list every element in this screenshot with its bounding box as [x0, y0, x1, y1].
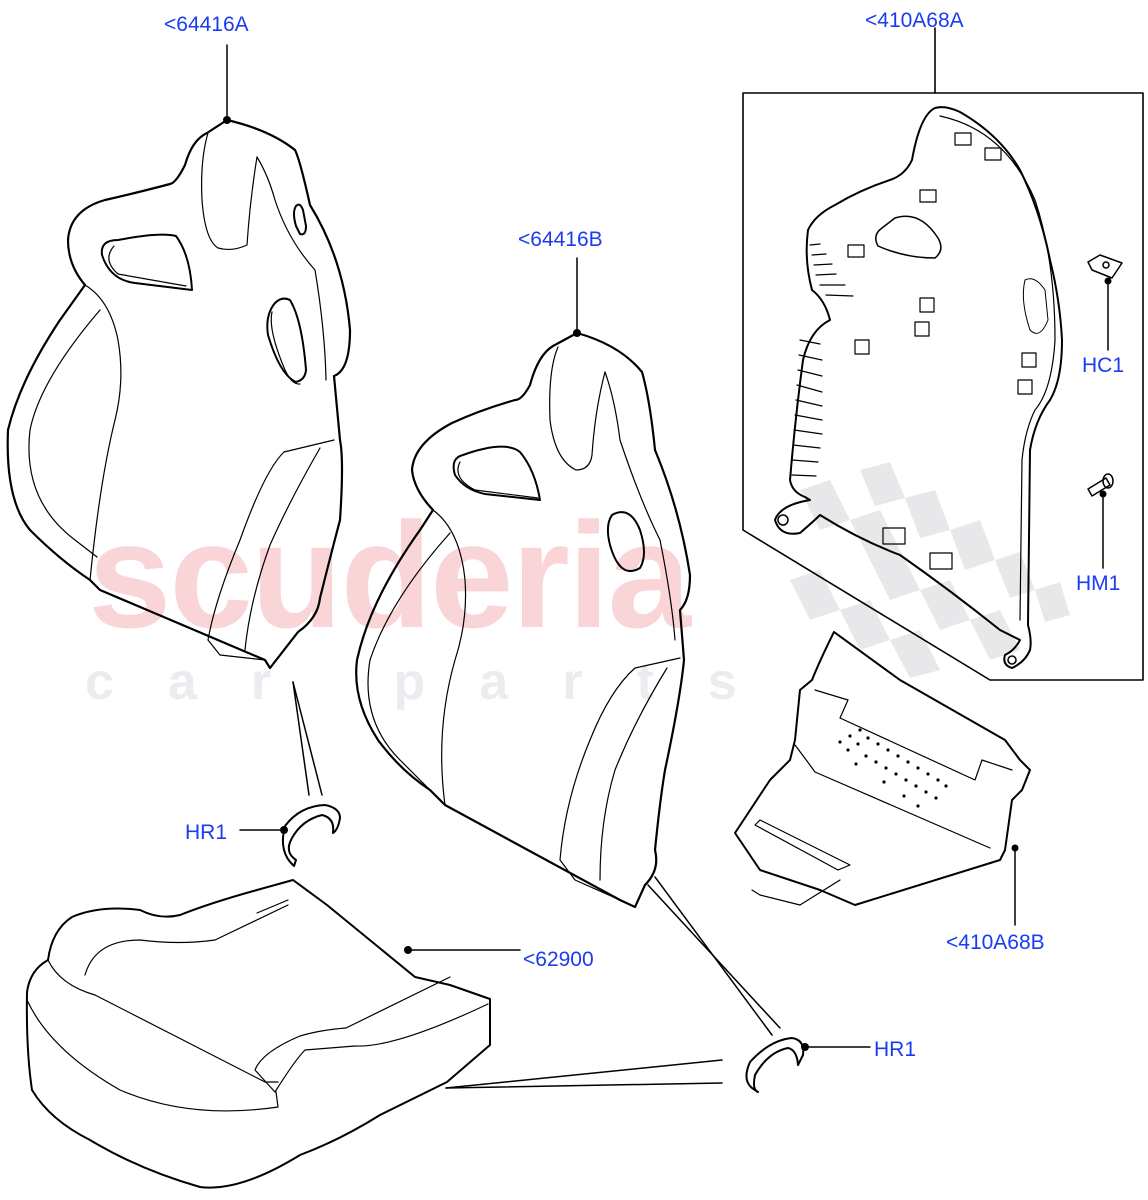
callout-HC1[interactable]: HC1: [1082, 354, 1125, 377]
checkered-flag-watermark: [790, 462, 1070, 678]
hog-ring-right-part: [745, 1037, 805, 1093]
seat-cushion-cover: [25, 879, 491, 1189]
watermark-car-parts: car parts: [85, 653, 791, 711]
callout-HM1[interactable]: HM1: [1076, 572, 1121, 595]
clip-hc1-part: [1087, 254, 1123, 279]
seat-cushion-pan: [734, 631, 1031, 906]
panel-clips: [847, 132, 1037, 570]
seat-back-cover-left: [6, 118, 352, 670]
callout-HR1-right[interactable]: HR1: [874, 1038, 917, 1061]
callout-64416B[interactable]: <64416B: [518, 228, 603, 251]
callout-410A68B[interactable]: <410A68B: [946, 931, 1045, 954]
callout-HR1-left[interactable]: HR1: [185, 821, 228, 844]
seat-back-cover-center: [355, 331, 692, 909]
rear-panel-box: [742, 27, 1144, 681]
callout-410A68A[interactable]: <410A68A: [865, 9, 964, 32]
callout-62900[interactable]: <62900: [523, 948, 594, 971]
callout-64416A[interactable]: <64416A: [164, 13, 249, 36]
pan-perforations: [838, 728, 948, 808]
watermark-scuderia: scuderia: [88, 491, 691, 659]
seat-back-rear-panel: [774, 106, 1063, 669]
pin-hm1-part: [1087, 473, 1114, 497]
hog-ring-left-part: [281, 804, 341, 867]
